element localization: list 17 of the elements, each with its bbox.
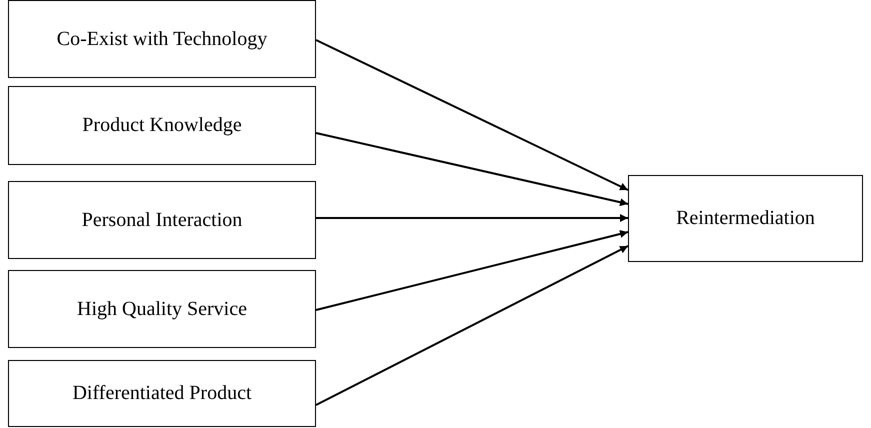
concept-box: [8, 181, 316, 259]
box-label: High Quality Service: [77, 296, 247, 322]
arrow: [316, 39, 628, 191]
box-label: Product Knowledge: [82, 113, 242, 138]
arrow: [316, 132, 628, 206]
concept-box: [8, 0, 316, 78]
box-label: Reintermediation: [676, 206, 815, 231]
concept-box: [8, 86, 316, 165]
arrow: [316, 214, 628, 222]
box-label: Personal Interaction: [82, 208, 242, 232]
box-label: Co-Exist with Technology: [56, 26, 268, 52]
concept-box: [628, 175, 863, 262]
arrow: [316, 230, 628, 311]
arrow: [316, 245, 628, 406]
box-label: Differentiated Product: [72, 381, 252, 406]
concept-box: [8, 360, 316, 427]
concept-box: [8, 270, 316, 348]
